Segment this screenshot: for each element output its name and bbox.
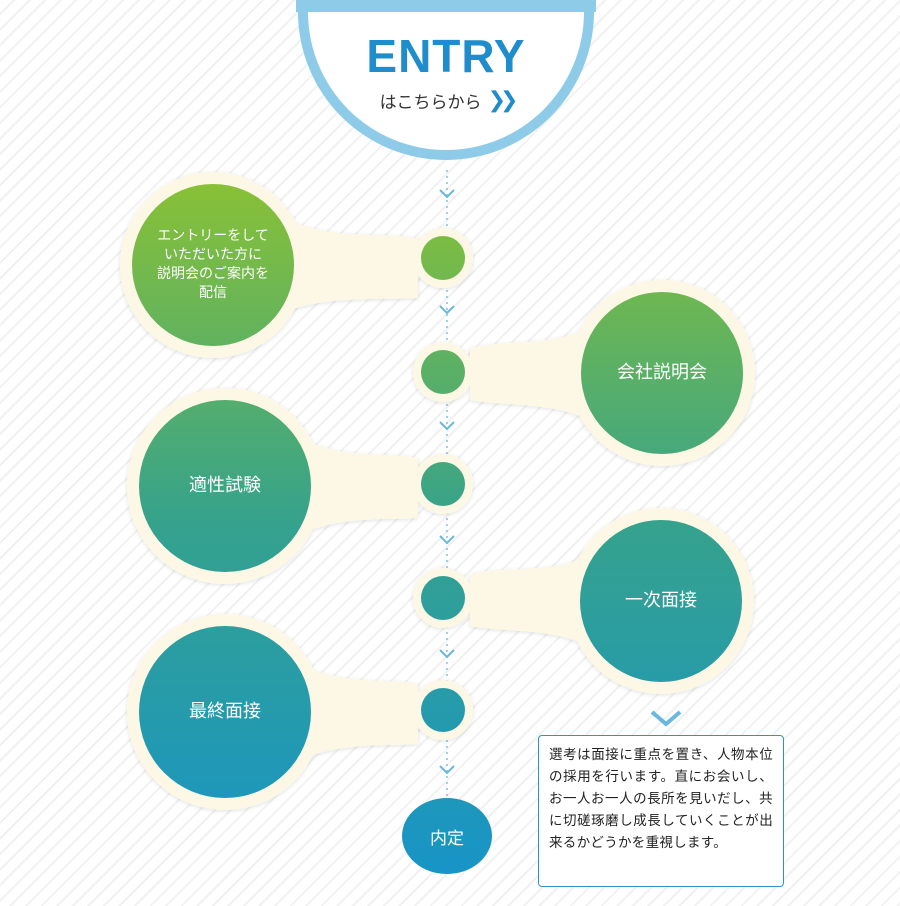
step-node — [421, 350, 465, 394]
entry-button[interactable] — [296, 0, 596, 160]
step-nodes — [421, 236, 465, 732]
entry-title[interactable]: ENTRY — [366, 30, 526, 82]
chevron-down-icon — [439, 535, 455, 545]
chevron-down-icon — [439, 649, 455, 659]
step-bridge — [470, 330, 585, 418]
step-circle — [581, 292, 743, 454]
step-label-4: 一次面接 — [625, 590, 697, 611]
step-circle — [139, 400, 311, 572]
note-text: 選考は面接に重点を置き、人物本位の採用を行います。直にお会いし、お一人お一人の長… — [549, 747, 773, 851]
step-circle — [580, 520, 742, 682]
double-chevron-right-icon: ❯❯ — [487, 88, 519, 113]
step-circle — [139, 626, 311, 798]
entry-top-bar — [296, 0, 596, 12]
entry-subtitle: はこちらから — [379, 93, 482, 113]
step-circle — [132, 184, 294, 346]
chevrons — [439, 189, 455, 775]
step-label-2: 会社説明会 — [617, 362, 707, 383]
step-bridge — [305, 666, 418, 758]
step-node — [421, 462, 465, 506]
step-label-3: 適性試験 — [189, 475, 261, 496]
step-bridge — [290, 220, 418, 310]
chevron-down-icon — [439, 421, 455, 431]
step-label-1: エントリーをして いただいた方に 説明会のご案内を 配信 — [157, 228, 269, 301]
entry-face — [308, 12, 584, 150]
step-circles — [132, 184, 743, 798]
step-node — [421, 576, 465, 620]
step-bridge — [470, 558, 584, 644]
chevron-down-icon — [439, 765, 455, 775]
note-pointer-icon — [650, 710, 682, 727]
chevron-down-icon — [439, 189, 455, 199]
entry-subtitle-link[interactable]: はこちらから ❯❯ — [296, 88, 596, 113]
chevron-down-icon — [439, 305, 455, 315]
note-box: 選考は面接に重点を置き、人物本位の採用を行います。直にお会いし、お一人お一人の長… — [538, 735, 784, 887]
step-label-5: 最終面接 — [189, 701, 261, 722]
step-node — [421, 688, 465, 732]
final-node — [402, 798, 492, 874]
step-bridge — [305, 440, 418, 532]
step-node — [421, 236, 465, 280]
final-label: 内定 — [430, 828, 464, 849]
